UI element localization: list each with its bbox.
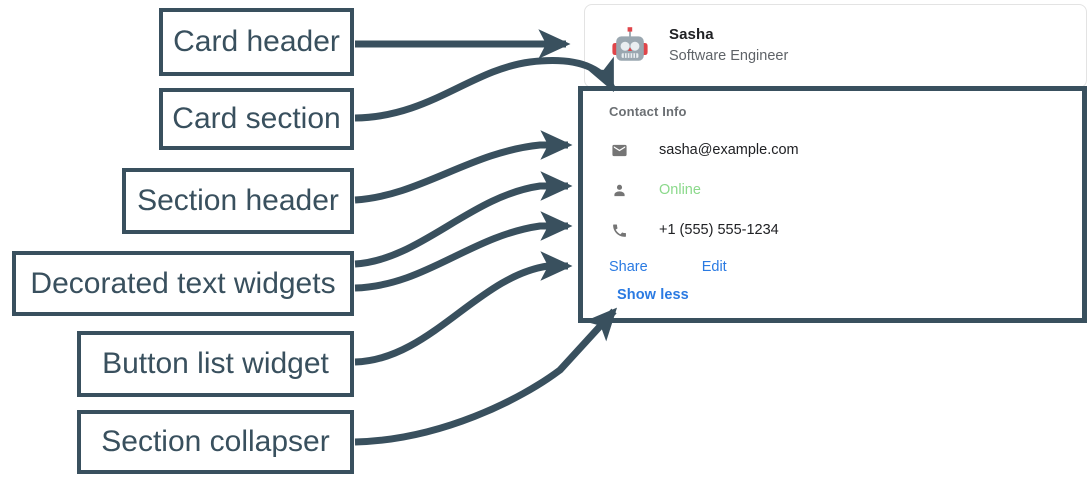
arrow-card-section <box>354 56 616 122</box>
arrow-decorated-text-1 <box>354 171 573 268</box>
card-section: Contact Info sasha@example.com <box>578 86 1087 323</box>
annotation-button-list-widget-label: Button list widget <box>102 347 329 380</box>
arrow-section-header <box>354 130 573 204</box>
card-title: Sasha <box>669 26 714 43</box>
arrow-section-collapser <box>354 307 618 446</box>
robot-avatar-icon <box>609 25 651 67</box>
annotation-card-header-label: Card header <box>173 25 340 58</box>
show-less-button[interactable]: Show less <box>617 287 689 303</box>
annotation-button-list-widget: Button list widget <box>77 331 354 397</box>
arrow-button-list <box>354 251 573 366</box>
email-icon <box>609 140 629 160</box>
card-subtitle: Software Engineer <box>669 48 789 64</box>
arrow-decorated-text-2 <box>354 211 573 292</box>
phone-icon <box>609 220 629 240</box>
decorated-text-row-email: sasha@example.com <box>609 139 799 161</box>
button-list-widget: Share Edit <box>609 257 727 277</box>
annotation-section-header: Section header <box>122 168 354 234</box>
decorated-text-row-phone: +1 (555) 555-1234 <box>609 219 779 241</box>
share-button[interactable]: Share <box>609 259 648 275</box>
section-collapser: Show less <box>617 285 689 305</box>
card-section-inner: Contact Info sasha@example.com <box>583 91 1082 318</box>
section-header: Contact Info <box>609 104 687 119</box>
status-value: Online <box>659 182 701 198</box>
annotation-card-header: Card header <box>159 8 354 76</box>
annotation-card-section: Card section <box>159 88 354 150</box>
card-header-text: Sasha Software Engineer <box>669 25 788 67</box>
decorated-text-row-status: Online <box>609 179 701 201</box>
person-icon <box>609 180 629 200</box>
annotation-section-collapser: Section collapser <box>77 410 354 474</box>
email-value: sasha@example.com <box>659 142 799 158</box>
contact-card: Sasha Software Engineer <box>584 4 1087 88</box>
annotation-decorated-text-widgets: Decorated text widgets <box>12 251 354 316</box>
annotation-section-header-label: Section header <box>137 184 339 217</box>
phone-value: +1 (555) 555-1234 <box>659 222 779 238</box>
annotation-card-section-label: Card section <box>172 102 341 135</box>
edit-button[interactable]: Edit <box>701 259 727 275</box>
card-header: Sasha Software Engineer <box>585 5 1086 87</box>
annotation-section-collapser-label: Section collapser <box>101 425 330 458</box>
annotation-decorated-text-widgets-label: Decorated text widgets <box>30 266 336 300</box>
